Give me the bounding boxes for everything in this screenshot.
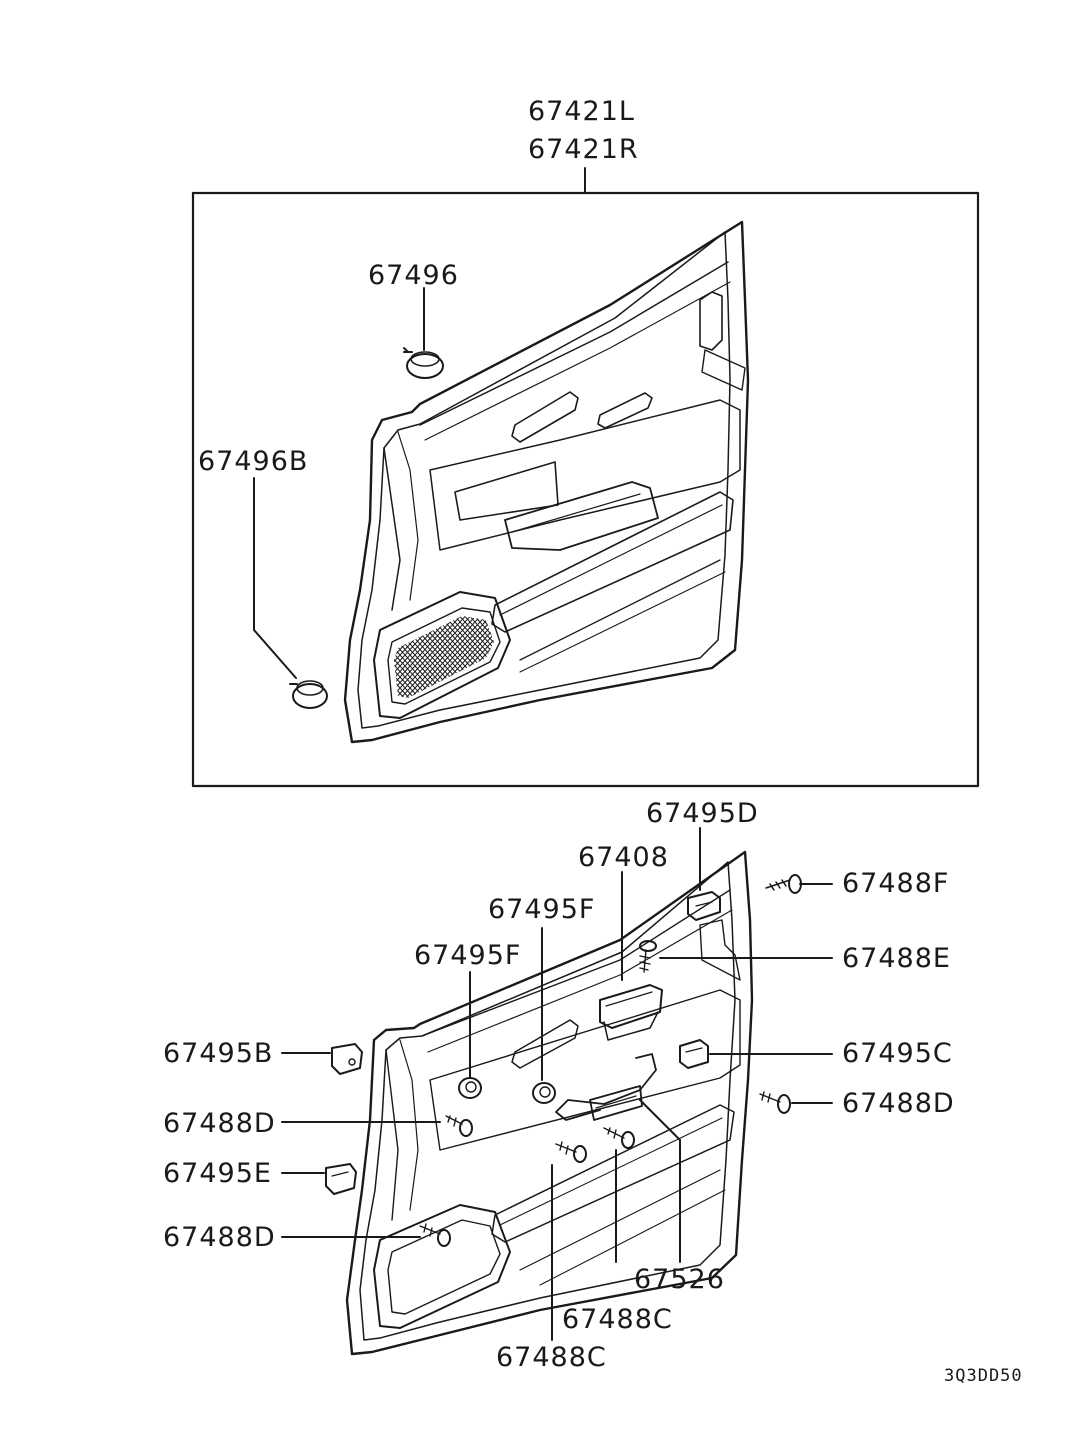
label-67488e: 67488E — [842, 943, 951, 974]
screw-67488d-bottom-icon — [281, 1223, 451, 1247]
label-67488d-bottom: 67488D — [163, 1222, 276, 1253]
label-67496b: 67496B — [198, 446, 309, 477]
pull-cup-67408-icon — [599, 871, 663, 1041]
screw-67488c-inner-icon — [603, 1127, 635, 1263]
grille-hatch-line — [500, 600, 600, 710]
clip-67496b-icon — [253, 477, 328, 709]
grille-hatch-line — [454, 616, 494, 698]
screw-67488e-icon — [639, 940, 833, 973]
trim-assembly-frame — [191, 167, 980, 788]
grille-hatch-line — [394, 616, 476, 698]
label-67408: 67408 — [578, 842, 669, 873]
label-67495d: 67495D — [646, 798, 759, 829]
screw-67488c-outer-icon — [551, 1141, 587, 1341]
grille-hatch-line — [394, 616, 431, 698]
label-67496: 67496 — [368, 260, 459, 291]
label-67526: 67526 — [634, 1264, 725, 1295]
label-67421r: 67421R — [528, 134, 639, 165]
screw-67488f-icon — [765, 874, 833, 894]
clip-67495b-icon — [281, 1043, 363, 1075]
grille-hatch-line — [394, 616, 401, 698]
label-67495b: 67495B — [163, 1038, 274, 1069]
grille-hatch-line — [280, 600, 380, 710]
linkage-67526-icon — [555, 1053, 681, 1263]
grille-hatch-line — [449, 616, 494, 698]
grille-hatch-line — [275, 600, 375, 710]
label-67488d-right: 67488D — [842, 1088, 955, 1119]
clip-67495f-lower-icon — [458, 971, 482, 1099]
grille-hatch-line — [394, 616, 401, 698]
label-67495f-upper: 67495F — [488, 894, 596, 925]
clip-67495c-icon — [679, 1039, 833, 1069]
door-trim-panel-upper — [343, 220, 750, 744]
grille-hatch-line — [394, 616, 486, 698]
grille-hatch-line — [394, 616, 411, 698]
clip-67495f-upper-icon — [532, 927, 556, 1104]
clip-67495e-icon — [281, 1163, 357, 1195]
screw-67488d-left-icon — [281, 1115, 473, 1137]
label-67488c-outer: 67488C — [496, 1342, 607, 1373]
label-67495f-lower: 67495F — [414, 940, 522, 971]
diagram-code: 3Q3DD50 — [944, 1366, 1023, 1386]
grille-hatch-line — [285, 600, 385, 710]
grille-hatch-line — [280, 600, 380, 710]
screw-67488d-right-icon — [759, 1091, 833, 1114]
grille-hatch-line — [394, 616, 416, 698]
label-67488c-inner: 67488C — [562, 1304, 673, 1335]
label-67495c: 67495C — [842, 1038, 953, 1069]
grille-hatch-line — [500, 600, 600, 710]
grille-hatch-line — [394, 616, 426, 698]
grille-hatch-line — [275, 600, 375, 710]
grille-hatch-line — [285, 600, 385, 710]
door-trim-panel-lower — [345, 850, 754, 1356]
grille-hatch-line — [394, 616, 421, 698]
grille-hatch-line — [394, 616, 436, 698]
label-67495e: 67495E — [163, 1158, 272, 1189]
label-67421l: 67421L — [528, 96, 635, 127]
clip-67495d-icon — [687, 827, 721, 921]
grille-hatch-line — [444, 616, 494, 698]
label-67488f: 67488F — [842, 868, 950, 899]
grille-hatch-line — [394, 616, 491, 698]
label-67488d-left: 67488D — [163, 1108, 276, 1139]
grille-hatch-line — [394, 616, 411, 698]
clip-67496-icon — [403, 287, 444, 379]
